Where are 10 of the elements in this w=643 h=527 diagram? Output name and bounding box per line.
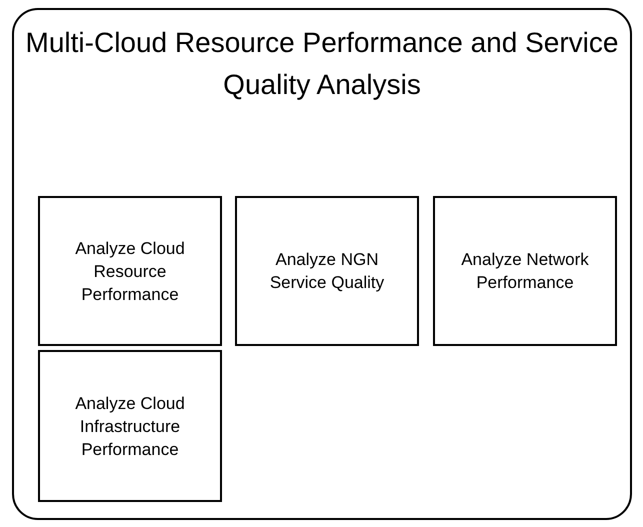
process-box xyxy=(38,196,222,346)
box-label: Analyze Cloud Infrastructure Performance xyxy=(74,392,186,460)
process-box xyxy=(235,196,419,346)
box-label: Analyze Network Performance xyxy=(460,249,590,294)
box-label: Analyze NGN Service Quality xyxy=(268,249,386,294)
process-box xyxy=(433,196,617,346)
container-box xyxy=(12,8,632,520)
title-text: Multi-Cloud Resource Performance and Service Quality Analysis xyxy=(24,26,620,102)
process-box xyxy=(38,350,222,502)
box-label: Analyze Cloud Resource Performance xyxy=(74,238,186,306)
